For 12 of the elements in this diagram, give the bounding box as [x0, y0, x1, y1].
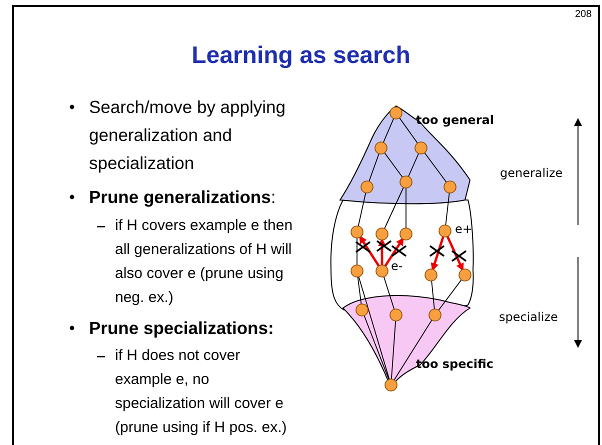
page-number: 208: [575, 9, 592, 20]
slide-title: Learning as search: [190, 42, 412, 70]
bullet-text: Search/move by applying generalization and specialization: [89, 96, 286, 175]
example-label: e+: [455, 222, 472, 236]
bullet-heading: Prune specializations:: [89, 317, 275, 340]
direction-label: specialize: [499, 310, 558, 324]
direction-label: generalize: [500, 166, 563, 180]
sub-bullet-text: if H does not cover example e, no specialization will cover e (prune using if H pos. ex.): [115, 346, 288, 438]
example-label: e-: [391, 259, 403, 273]
region-label: too general: [416, 113, 494, 127]
bullet-heading: Prune generalizations:: [89, 186, 277, 209]
sub-bullet-text: if H covers example e then all generalizations of H will also cover e (prune using neg. ex.): [115, 216, 294, 308]
